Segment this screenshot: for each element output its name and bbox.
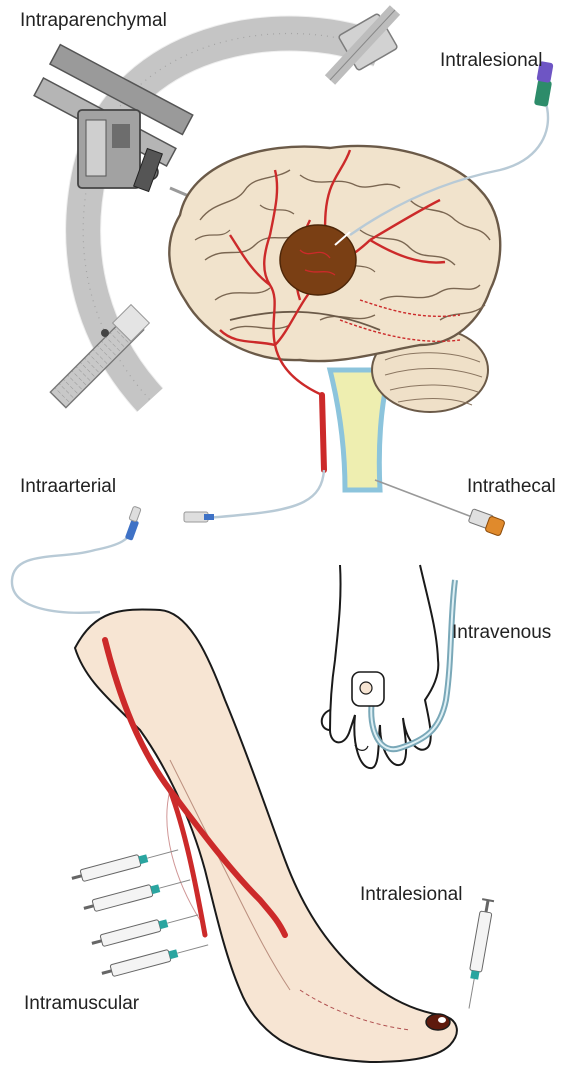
hand-iv-icon: [322, 565, 455, 768]
label-intraparenchymal: Intraparenchymal: [20, 10, 167, 32]
syringe-icon: [463, 899, 494, 1009]
label-intralesional-foot: Intralesional: [360, 884, 462, 906]
label-intralesional-brain: Intralesional: [440, 50, 542, 72]
catheter-icon: [184, 470, 324, 522]
label-intramuscular: Intramuscular: [24, 993, 139, 1015]
label-intravenous: Intravenous: [452, 622, 551, 644]
label-intraarterial: Intraarterial: [20, 476, 116, 498]
brain-icon: [169, 146, 500, 490]
label-intrathecal: Intrathecal: [467, 476, 556, 498]
